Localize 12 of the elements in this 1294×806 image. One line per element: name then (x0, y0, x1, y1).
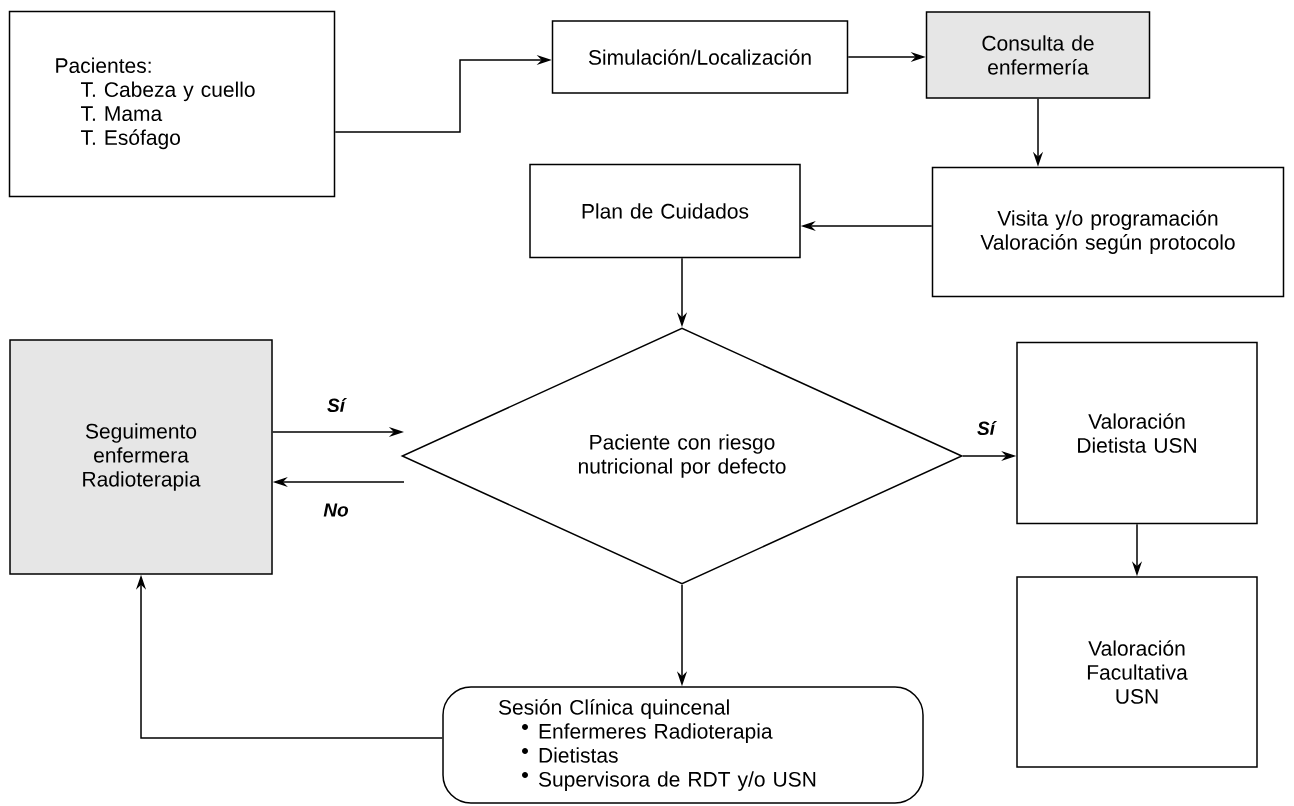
process-box: Plan de Cuidados (529, 163, 801, 259)
edge-label: Sí (326, 396, 347, 414)
process-box: Valoración Facultativa USN (1016, 576, 1258, 768)
process-box: Pacientes: T. Cabeza y cuello T. Mama T. Esófago (8, 10, 336, 198)
process-box: Simulación/Localización (551, 20, 849, 94)
process-box: Seguimento enfermera Radioterapia (9, 339, 273, 575)
process-box: Sesión Clínica quincenal Enfermeres Radioterapia Dietistas Supervisora de RDT y/o USN (442, 686, 924, 804)
edge-label: Sí (976, 419, 997, 437)
process-box: Valoración Dietista USN (1016, 341, 1258, 525)
process-box: Consulta de enfermería (925, 11, 1151, 99)
edge-label: No (322, 502, 350, 518)
process-box: Visita y/o programación Valoración según protocolo (931, 166, 1285, 298)
